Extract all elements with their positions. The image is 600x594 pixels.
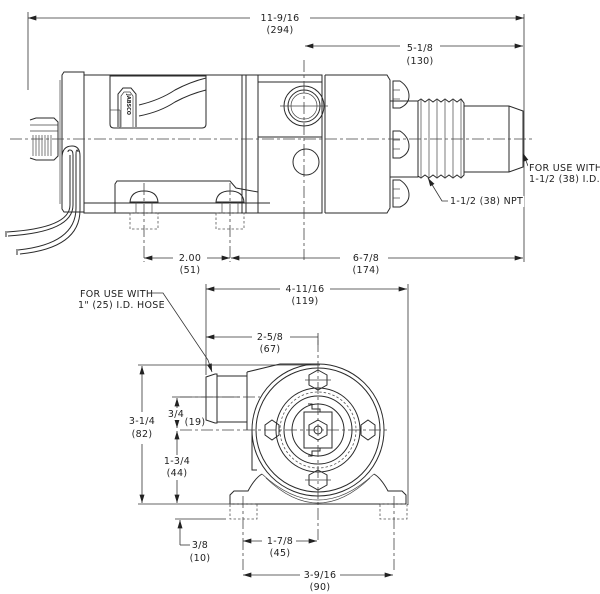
cover-bolts [392,80,410,208]
text-backing [405,43,435,54]
dim-overall-width: 4-11/16 (119) [205,284,409,505]
center-height-metric: (44) [167,468,188,479]
text-backing [190,540,210,551]
mount-to-end-metric: (174) [352,265,379,276]
foot-height-fraction: 3/8 [192,540,208,551]
port-offset-fraction: 5-1/8 [407,43,433,54]
overall-length-fraction: 11-9/16 [261,13,300,24]
port-offset-metric: (130) [406,56,433,67]
dim-inlet-to-center: 3/4 (19) [166,396,240,428]
wire-leads [5,145,81,255]
text-backing [255,332,285,343]
text-backing [302,570,338,581]
text-backing [528,163,600,174]
text-backing [265,25,295,36]
text-backing [308,582,332,593]
inlet-port [180,363,318,430]
electrical-connector [29,117,59,161]
hose-note-outlet-line1: FOR USE WITH [529,163,600,174]
dim-inlet-offset: 2-5/8 (67) [205,332,319,355]
threaded-outlet [389,98,524,179]
dim-mount-width: 3-9/16 (90) [242,570,393,593]
dim-overall-height: 3-1/4 (82) [127,364,320,505]
dim-mount-spacing: 2.00 (51) [143,253,231,276]
text-backing [405,56,435,67]
pump-housing [245,60,391,260]
dim-mount-to-end: 6-7/8 (174) [230,253,524,276]
text-backing [77,300,166,311]
text-backing [265,536,295,547]
overall-length-metric: (294) [266,25,293,36]
text-backing [79,289,155,300]
text-backing [165,468,189,479]
half-mount-fraction: 1-7/8 [267,536,293,547]
dim-half-mount: 1-7/8 (45) [242,536,317,559]
text-backing [177,253,203,264]
text-backing [162,456,192,467]
front-view: 4-11/16 (119) 2-5/8 (67) FOR USE WITH 1"… [77,284,409,593]
thread-callout: 1-1/2 (38) NPT [427,177,525,207]
text-backing [259,13,301,24]
text-backing [188,553,212,564]
text-backing [130,429,154,440]
text-backing [166,409,186,420]
mount-width-metric: (90) [310,582,331,593]
hose-note-outlet-line2: 1-1/2 (38) I.D. [529,174,600,185]
thread-callout-text: 1-1/2 (38) NPT [450,196,523,207]
text-backing [449,196,525,207]
text-backing [528,174,600,185]
side-view: 11-9/16 (294) 5-1/8 (130) [5,12,600,276]
dim-port-offset: 5-1/8 (130) [305,43,524,67]
dim-foot-height: 3/8 (10) [175,518,226,564]
overall-height-metric: (82) [132,429,153,440]
hose-note-inlet-line1: FOR USE WITH [80,289,153,300]
dim-overall-length: 11-9/16 (294) [27,12,525,262]
front-base [229,473,408,520]
front-cover-bolts [264,369,376,491]
text-backing [258,344,282,355]
text-backing [268,548,292,559]
text-backing [351,253,381,264]
inlet-to-center-metric: (19) [185,417,206,428]
text-backing [178,265,202,276]
hose-note-inlet-line2: 1" (25) I.D. HOSE [78,300,165,311]
text-backing [127,416,157,427]
text-backing [290,296,320,307]
mount-to-end-fraction: 6-7/8 [353,253,379,264]
inlet-offset-fraction: 2-5/8 [257,332,283,343]
hose-note-inlet: FOR USE WITH 1" (25) I.D. HOSE [77,289,213,373]
text-backing [284,284,326,295]
foot-height-metric: (10) [190,553,211,564]
mount-spacing-metric: (51) [180,265,201,276]
inlet-to-center-fraction: 3/4 [168,409,184,420]
dim-center-height: 1-3/4 (44) [162,431,192,503]
inlet-offset-metric: (67) [260,344,281,355]
half-mount-metric: (45) [270,548,291,559]
text-backing [351,265,381,276]
text-backing [183,417,207,428]
mount-width-fraction: 3-9/16 [304,570,337,581]
brand-label: JABSCO [125,93,131,115]
overall-height-fraction: 3-1/4 [129,416,155,427]
mount-spacing-fraction: 2.00 [179,253,201,264]
hose-note-outlet: FOR USE WITH 1-1/2 (38) I.D. [522,152,600,185]
overall-width-metric: (119) [291,296,318,307]
center-height-fraction: 1-3/4 [164,456,190,467]
overall-width-fraction: 4-11/16 [286,284,325,295]
